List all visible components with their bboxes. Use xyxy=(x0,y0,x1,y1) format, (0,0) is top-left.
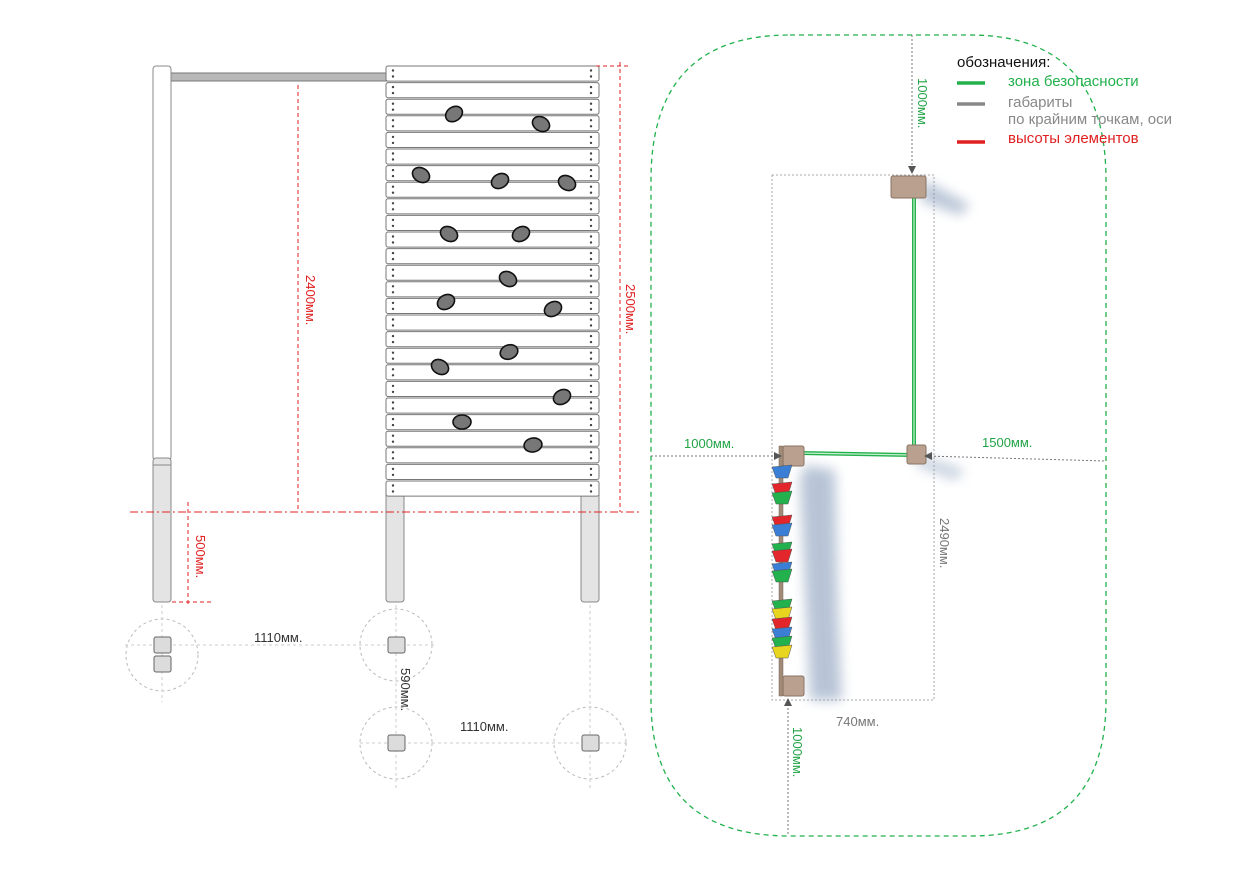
climbing-hold xyxy=(531,115,551,133)
climbing-hold xyxy=(452,414,472,430)
plank xyxy=(385,281,600,298)
legend-item-axes: по крайним точкам, оси xyxy=(1008,111,1172,128)
plan-post xyxy=(906,444,927,465)
legend-item-heights: высоты элементов xyxy=(1008,130,1139,147)
top-plan-view: 1000мм. 1000мм. 1500мм. 1000мм. 2490мм. … xyxy=(650,34,1107,837)
plan-post xyxy=(890,175,927,199)
plan-hold xyxy=(771,522,793,537)
plan-hold xyxy=(771,548,793,563)
depth-label: 500мм. xyxy=(193,535,208,578)
horizontal-bar xyxy=(169,72,389,82)
climbing-hold xyxy=(436,293,456,311)
plan-post xyxy=(782,675,805,697)
spacing-top-label: 1110мм. xyxy=(254,630,302,645)
plank xyxy=(385,397,600,414)
plank xyxy=(385,380,600,397)
safety-right-label: 1500мм. xyxy=(982,435,1032,450)
safety-left-label: 1000мм. xyxy=(684,436,734,451)
footing xyxy=(387,734,406,752)
elevation-view: 2400мм. 2500мм. 500мм. xyxy=(130,62,640,604)
plan-holds xyxy=(771,464,793,659)
plank xyxy=(385,98,600,115)
height-total-label: 2500мм. xyxy=(623,284,638,334)
legend-title: обозначения: xyxy=(957,54,1050,71)
climbing-hold xyxy=(444,105,464,123)
climbing-hold xyxy=(557,174,577,192)
plank xyxy=(385,82,600,99)
climbing-hold xyxy=(490,172,510,190)
plank xyxy=(385,148,600,165)
climbing-hold xyxy=(411,166,431,184)
height-main-label: 2400мм. xyxy=(303,275,318,325)
climbing-hold xyxy=(430,358,450,376)
legend-item-safety: зона безопасности xyxy=(1008,73,1139,90)
climbing-hold xyxy=(543,300,563,318)
plank xyxy=(385,231,600,248)
climbing-hold xyxy=(499,343,519,361)
climbing-hold xyxy=(523,437,543,453)
wall-leg-left xyxy=(385,491,405,603)
footing xyxy=(581,734,600,752)
plank xyxy=(385,198,600,215)
climbing-holds xyxy=(411,105,577,453)
left-post-underground xyxy=(152,457,172,603)
plank xyxy=(385,214,600,231)
safety-top-label: 1000мм. xyxy=(915,78,930,128)
length-label: 2490мм. xyxy=(937,518,952,568)
plank xyxy=(385,430,600,447)
plank xyxy=(385,447,600,464)
plank xyxy=(385,331,600,348)
safety-bottom-label: 1000мм. xyxy=(790,727,805,777)
spacing-bottom-label: 1110мм. xyxy=(460,719,508,734)
footing xyxy=(387,636,406,654)
plan-hold xyxy=(771,644,793,659)
plan-hold xyxy=(771,490,793,505)
plank xyxy=(385,480,600,497)
foundation-plan: 1110мм. 1110мм. 590мм. xyxy=(125,605,630,790)
plank xyxy=(385,65,600,82)
safety-zone-outline xyxy=(650,34,1107,837)
plank xyxy=(385,115,600,132)
bounding-box xyxy=(771,174,935,701)
wall-leg-right xyxy=(580,491,600,603)
left-post xyxy=(152,65,172,461)
plan-hold xyxy=(771,464,793,479)
wall-planks xyxy=(385,65,600,497)
legend-item-dimensions: габариты xyxy=(1008,94,1072,111)
width-label: 740мм. xyxy=(836,714,879,729)
plank xyxy=(385,463,600,480)
climbing-hold xyxy=(552,388,572,406)
plank xyxy=(385,414,600,431)
plan-post xyxy=(782,445,805,467)
climbing-hold xyxy=(511,225,531,243)
legend: обозначения: зона безопасности габариты … xyxy=(957,54,1172,147)
footing xyxy=(153,636,172,654)
plan-hold xyxy=(771,568,793,583)
plank xyxy=(385,364,600,381)
climbing-hold xyxy=(498,270,518,288)
plank xyxy=(385,131,600,148)
climbing-hold xyxy=(439,225,459,243)
offset-vertical-label: 590мм. xyxy=(398,668,413,711)
plank xyxy=(385,314,600,331)
footing xyxy=(153,655,172,673)
plank xyxy=(385,248,600,265)
plank xyxy=(385,264,600,281)
plank xyxy=(385,347,600,364)
plank xyxy=(385,297,600,314)
